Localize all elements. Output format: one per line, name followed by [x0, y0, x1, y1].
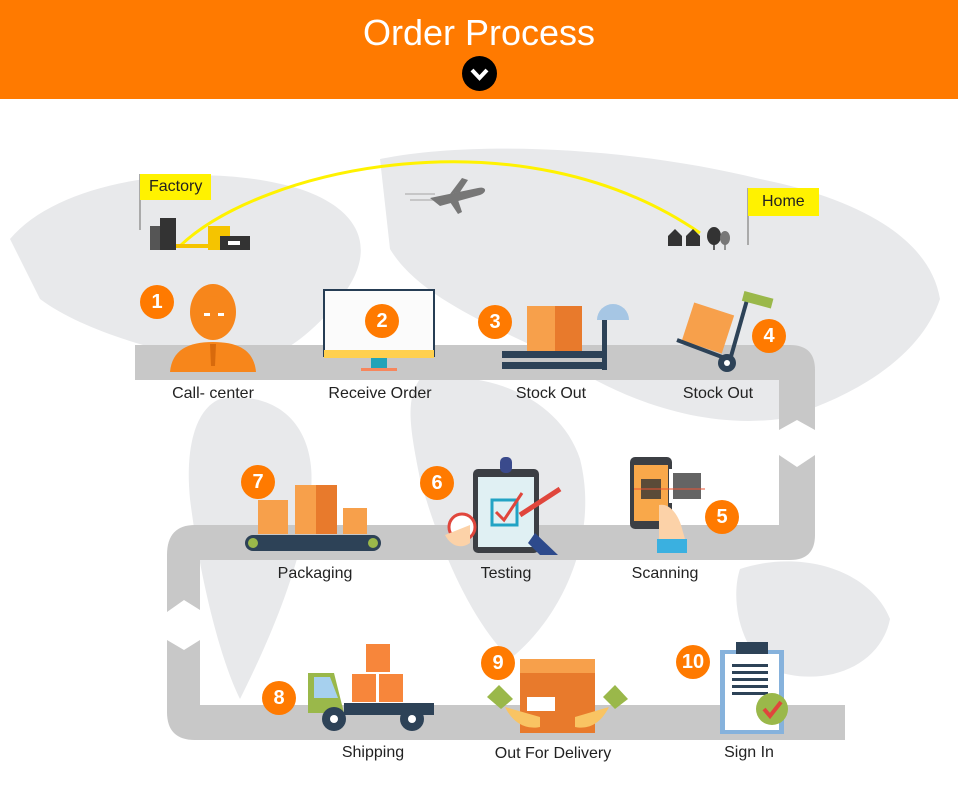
- airplane-icon: [405, 178, 486, 214]
- weighing-scale-icon: [502, 304, 629, 370]
- factory-flag-pole: [139, 174, 141, 230]
- step-5-label: Scanning: [631, 565, 699, 582]
- step-1-badge: 1: [140, 285, 174, 319]
- step-6-label: Testing: [480, 565, 532, 582]
- step-5-badge: 5: [705, 500, 739, 534]
- chevron-down-icon[interactable]: [462, 56, 497, 91]
- flight-route-arc: [170, 160, 701, 248]
- conveyor-boxes-icon: [245, 485, 381, 551]
- factory-flag: Factory: [140, 174, 212, 200]
- header-banner: Order Process: [0, 0, 958, 99]
- step-1-label: Call- center: [172, 385, 254, 402]
- hand-truck-icon: [676, 291, 774, 372]
- package-hands-icon: [487, 659, 628, 733]
- step-7-label: Packaging: [277, 565, 353, 582]
- qr-scan-phone-icon: [630, 457, 705, 553]
- step-6-badge: 6: [420, 466, 454, 500]
- step-4-label: Stock Out: [682, 385, 754, 402]
- step-9-badge: 9: [481, 646, 515, 680]
- home-houses-icon: [668, 227, 730, 250]
- home-flag: Home: [748, 188, 819, 216]
- factory-icon: [150, 218, 250, 250]
- signed-clipboard-icon: [720, 642, 788, 734]
- step-8-label: Shipping: [341, 744, 405, 761]
- clipboard-check-icon: [445, 457, 562, 555]
- home-flag-pole: [747, 188, 749, 245]
- step-10-badge: 10: [676, 645, 710, 679]
- step-3-badge: 3: [478, 305, 512, 339]
- truck-icon: [308, 644, 434, 731]
- page-title: Order Process: [362, 12, 596, 53]
- step-2-label: Receive Order: [328, 385, 432, 402]
- step-3-label: Stock Out: [515, 385, 587, 402]
- step-2-badge: 2: [365, 304, 399, 338]
- step-7-badge: 7: [241, 465, 275, 499]
- world-map-background: [10, 148, 940, 699]
- step-10-label: Sign In: [724, 744, 774, 761]
- step-9-label: Out For Delivery: [494, 745, 612, 762]
- headset-agent-icon: [170, 284, 256, 372]
- step-4-badge: 4: [752, 319, 786, 353]
- step-8-badge: 8: [262, 681, 296, 715]
